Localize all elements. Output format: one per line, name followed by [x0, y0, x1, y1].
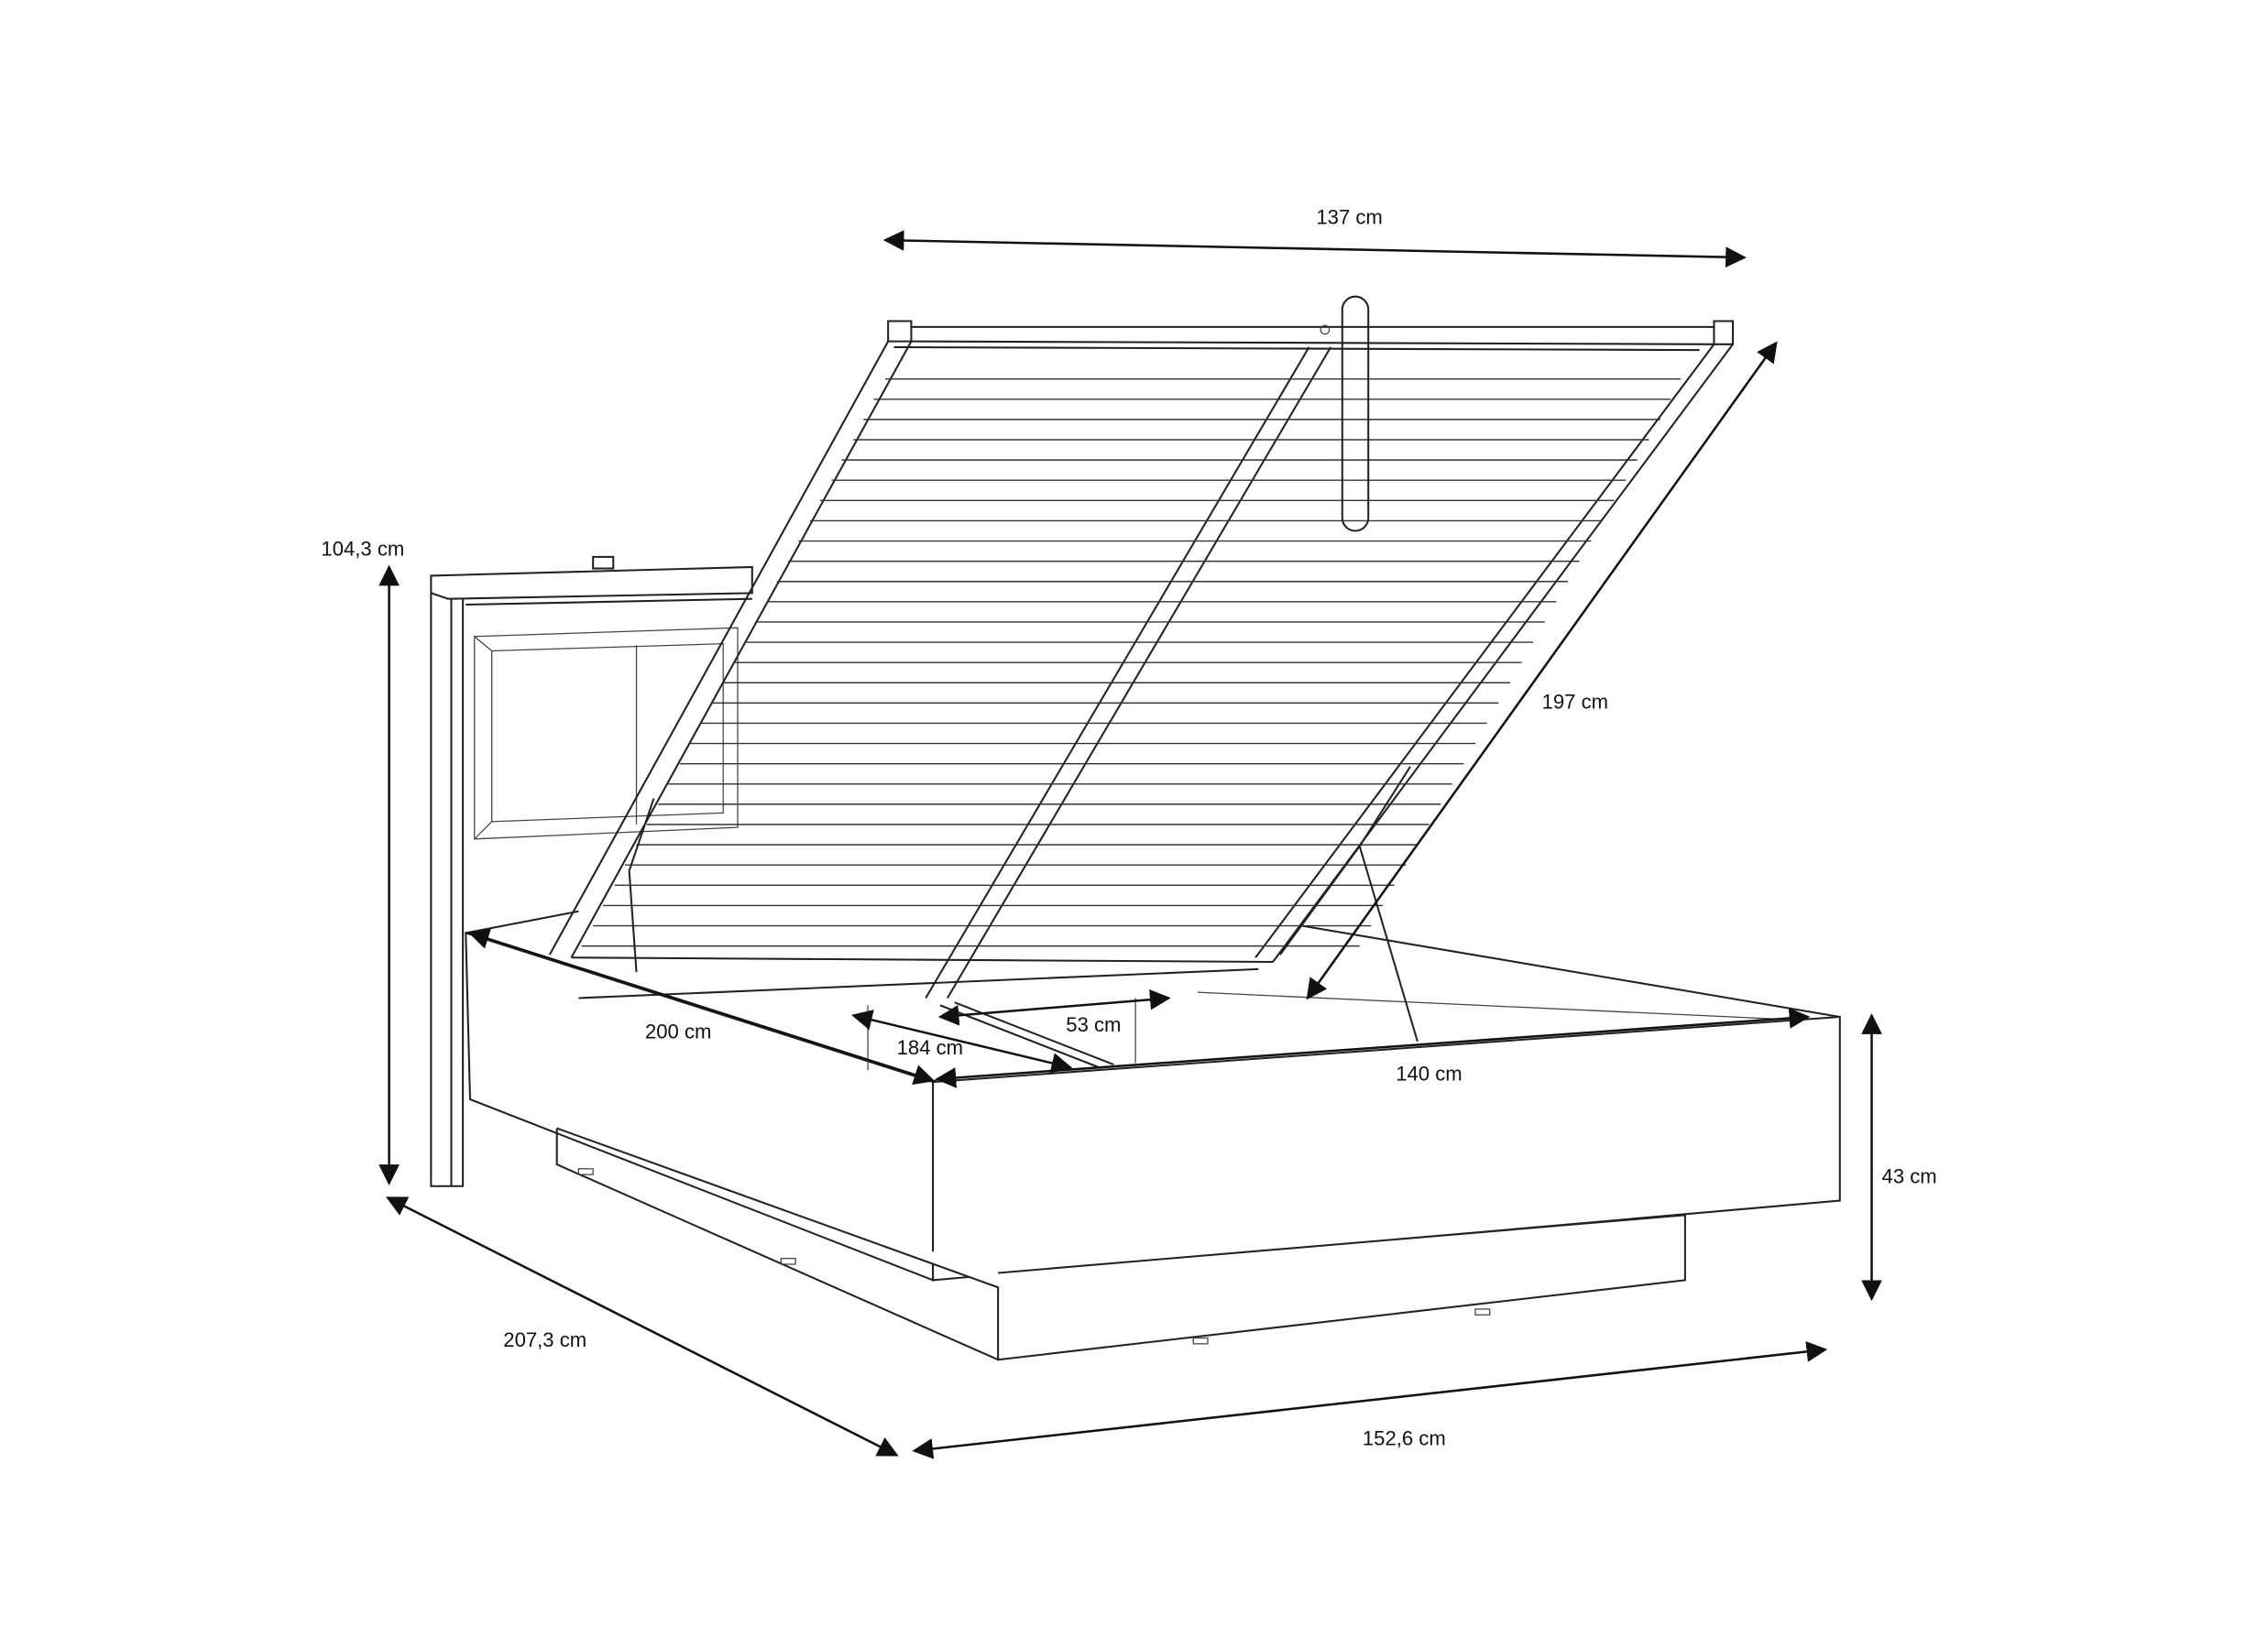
label-bed-height: 43 cm [1882, 1165, 1937, 1188]
label-headboard-height: 104,3 cm [321, 537, 404, 560]
label-inner-width: 140 cm [1396, 1062, 1462, 1085]
label-storage-length: 184 cm [897, 1036, 963, 1059]
label-inner-length: 200 cm [645, 1021, 711, 1043]
slatted-frame [548, 295, 1735, 1043]
bed-base [465, 910, 1841, 1361]
label-frame-length: 197 cm [1542, 691, 1608, 714]
label-top-width: 137 cm [1316, 206, 1382, 229]
dimension-labels: 137 cm 104,3 cm 197 cm 200 cm 184 cm 53 … [321, 206, 1936, 1450]
label-total-length: 207,3 cm [503, 1328, 586, 1351]
headboard [430, 555, 753, 1187]
label-storage-depth: 53 cm [1066, 1013, 1121, 1036]
label-total-width: 152,6 cm [1363, 1426, 1446, 1449]
dimension-lines [378, 230, 1882, 1459]
